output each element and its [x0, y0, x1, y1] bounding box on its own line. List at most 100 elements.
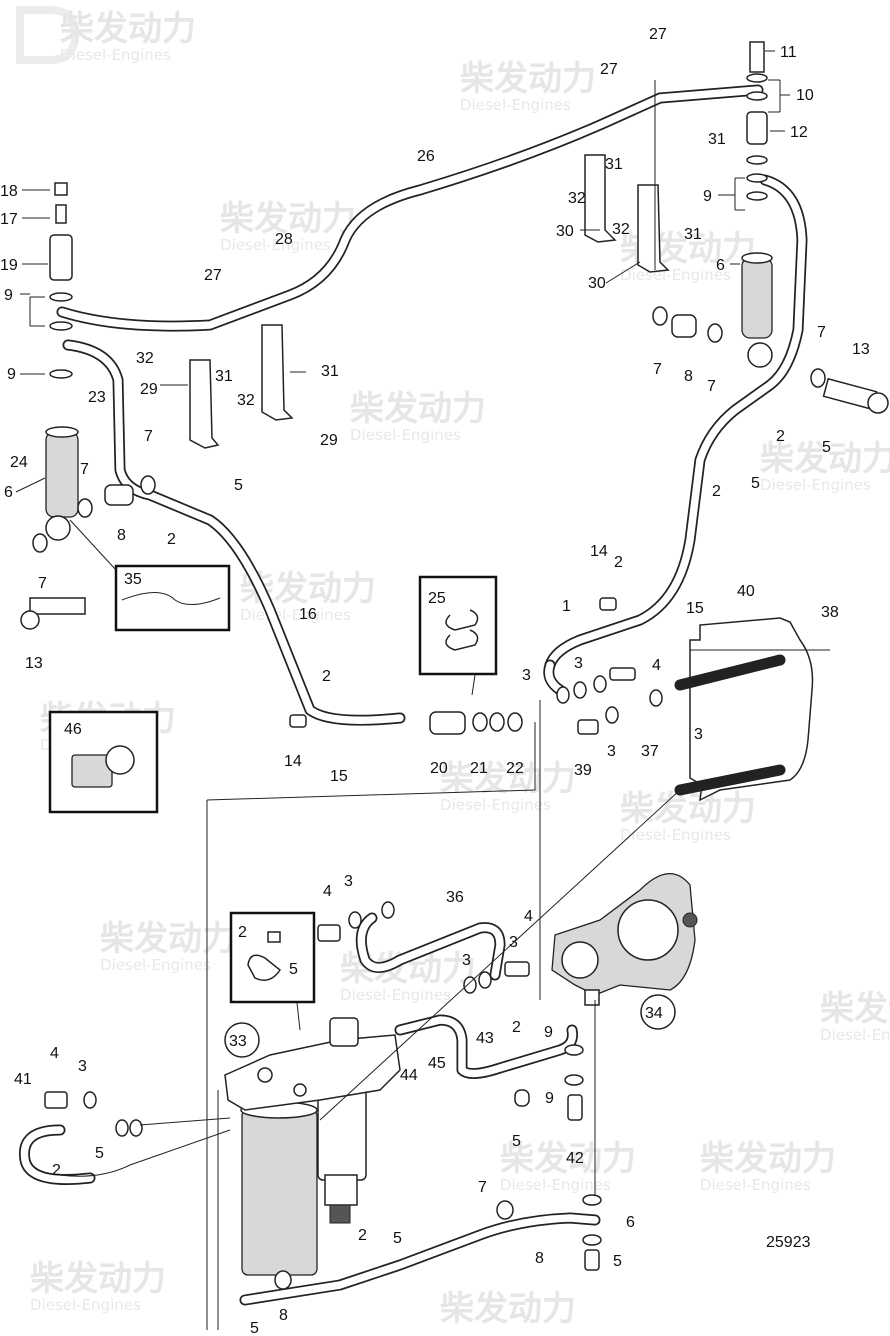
label-3: 3 — [509, 934, 518, 951]
small-fittings — [32, 306, 826, 1290]
drawing-number: 25923 — [766, 1234, 811, 1251]
watermark-en: Diesel-Engines — [760, 476, 871, 494]
label-1: 1 — [562, 598, 571, 615]
label-2: 2 — [776, 428, 785, 445]
label-27: 27 — [649, 26, 667, 43]
label-8: 8 — [535, 1250, 544, 1267]
label-5: 5 — [393, 1230, 402, 1247]
label-13: 13 — [25, 655, 43, 672]
label-37: 37 — [641, 743, 659, 760]
label-5: 5 — [822, 439, 831, 456]
label-7: 7 — [80, 461, 89, 478]
watermark-cn: 柴发动力 — [500, 1139, 636, 1179]
label-29: 29 — [320, 432, 338, 449]
watermark-cn: 柴发动力 — [760, 439, 890, 479]
label-4: 4 — [524, 908, 533, 925]
label-3: 3 — [694, 726, 703, 743]
label-45: 45 — [428, 1055, 446, 1072]
label-3: 3 — [344, 873, 353, 890]
inset-46 — [48, 710, 159, 814]
label-8: 8 — [117, 527, 126, 544]
label-44: 44 — [400, 1067, 418, 1084]
label-27: 27 — [204, 267, 222, 284]
label-6: 6 — [716, 257, 725, 274]
label-24: 24 — [10, 454, 28, 471]
watermark-en: Diesel-Engines — [820, 1026, 890, 1044]
label-8: 8 — [684, 368, 693, 385]
hose-bracket-40 — [674, 617, 830, 802]
watermark-en: Diesel-Engines — [460, 96, 571, 114]
watermark-cn: 柴发动力 — [460, 59, 596, 99]
label-9: 9 — [7, 366, 16, 383]
label-2: 2 — [512, 1019, 521, 1036]
label-7: 7 — [38, 575, 47, 592]
watermark-cn: 柴发动力 — [700, 1139, 836, 1179]
watermark-en: Diesel-Engines — [340, 986, 451, 1004]
watermark-en: Diesel-Engines — [30, 1296, 141, 1314]
label-32: 32 — [237, 392, 255, 409]
fuel-pipes — [18, 84, 808, 1306]
label-6: 6 — [626, 1214, 635, 1231]
label-30: 30 — [556, 223, 574, 240]
label-5: 5 — [512, 1133, 521, 1150]
watermark-en: Diesel-Engines — [100, 956, 211, 974]
label-38: 38 — [821, 604, 839, 621]
label-9: 9 — [544, 1024, 553, 1041]
label-9: 9 — [703, 188, 712, 205]
watermark-en: Diesel-Engines — [700, 1176, 811, 1194]
label-20: 20 — [430, 760, 448, 777]
label-13: 13 — [852, 341, 870, 358]
label-5: 5 — [289, 961, 298, 978]
label-31: 31 — [215, 368, 233, 385]
label-41: 41 — [14, 1071, 32, 1088]
label-2: 2 — [322, 668, 331, 685]
label-43: 43 — [476, 1030, 494, 1047]
watermark-cn: 柴发动力 — [100, 919, 236, 959]
inset-25 — [418, 575, 498, 696]
label-leaders — [15, 50, 790, 493]
label-28: 28 — [275, 231, 293, 248]
label-3: 3 — [462, 952, 471, 969]
callout-circles — [224, 994, 676, 1058]
label-34: 34 — [645, 1005, 663, 1022]
watermark-cn: 柴发动力 — [220, 199, 356, 239]
label-9: 9 — [545, 1090, 554, 1107]
watermark-en: Diesel-Engines — [350, 426, 461, 444]
label-39: 39 — [574, 762, 592, 779]
label-5: 5 — [95, 1145, 104, 1162]
label-2: 2 — [358, 1227, 367, 1244]
watermark-en: Diesel-Engines — [60, 46, 171, 64]
watermark-en: Diesel-Engines — [240, 606, 351, 624]
label-2: 2 — [712, 483, 721, 500]
label-14: 14 — [590, 543, 608, 560]
label-19: 19 — [0, 257, 18, 274]
label-9: 9 — [4, 287, 13, 304]
label-40: 40 — [737, 583, 755, 600]
watermark-en: Diesel-Engines — [440, 796, 551, 814]
label-21: 21 — [470, 760, 488, 777]
label-42: 42 — [566, 1150, 584, 1167]
label-7: 7 — [817, 324, 826, 341]
inset-35 — [69, 519, 231, 632]
watermark-en: Diesel-Engines — [620, 826, 731, 844]
label-32: 32 — [612, 221, 630, 238]
label-2: 2 — [238, 924, 247, 941]
label-7: 7 — [478, 1179, 487, 1196]
watermark-cn: 柴发动力 — [620, 789, 756, 829]
label-6: 6 — [4, 484, 13, 501]
label-10: 10 — [796, 87, 814, 104]
label-3: 3 — [574, 655, 583, 672]
label-31: 31 — [605, 156, 623, 173]
label-2: 2 — [167, 531, 176, 548]
watermark-en: Diesel-Engines — [220, 236, 331, 254]
watermark-cn: 柴发动力 — [30, 1259, 166, 1299]
label-4: 4 — [652, 657, 661, 674]
part-labels: 27 27 27 11 10 31 12 26 31 32 9 18 17 30… — [0, 26, 870, 1336]
label-22: 22 — [506, 760, 524, 777]
watermark-cn: 柴发动力 — [350, 389, 486, 429]
leader-lines — [59, 80, 681, 1330]
banjo-bolt-stack-left — [20, 182, 86, 630]
inset-2-5 — [229, 911, 316, 1031]
label-12: 12 — [790, 124, 808, 141]
